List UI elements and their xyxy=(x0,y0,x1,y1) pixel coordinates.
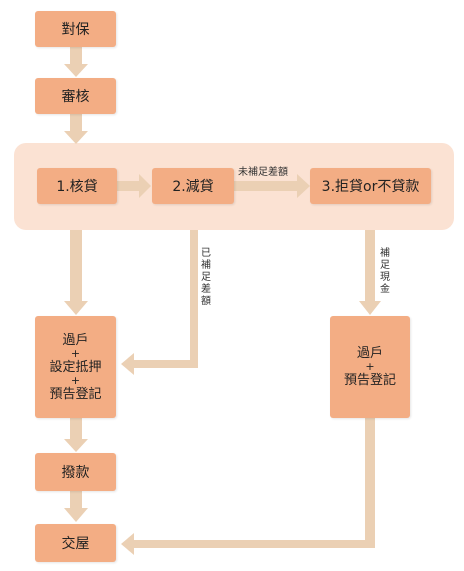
node-jiaowu: 交屋 xyxy=(35,524,116,562)
guohu-right-plus1: + xyxy=(365,360,375,373)
node-jiandai: 2.減貸 xyxy=(152,168,234,204)
node-guohu-left: 過戶 + 設定抵押 + 預告登記 xyxy=(35,316,116,418)
label-cash: 補足現金 xyxy=(380,248,390,295)
guohu-left-line2: 設定抵押 xyxy=(49,359,102,375)
arrow-guohu-left-to-bokuan xyxy=(64,418,88,452)
node-judai-label: 3.拒貸or不貸款 xyxy=(321,179,420,195)
node-shenhe-label: 審核 xyxy=(61,89,90,105)
arrow-judai-to-guohu-right xyxy=(359,230,381,315)
arrow-hedai-to-guohu-left xyxy=(64,230,88,315)
arrow-guohu-right-to-jiaowu xyxy=(121,418,375,555)
node-jiandai-label: 2.減貸 xyxy=(172,179,214,195)
node-bokuan: 撥款 xyxy=(35,453,116,491)
guohu-left-line3: 預告登記 xyxy=(49,386,102,402)
arrow-bokuan-to-jiaowu xyxy=(64,491,88,522)
node-duibao-label: 對保 xyxy=(61,22,90,38)
node-shenhe: 審核 xyxy=(35,78,116,114)
label-not-filled: 未補足差額 xyxy=(238,167,288,178)
arrow-hedai-to-jiandai xyxy=(117,174,151,198)
guohu-left-line1: 過戶 xyxy=(62,332,89,348)
node-bokuan-label: 撥款 xyxy=(61,465,90,481)
node-jiaowu-label: 交屋 xyxy=(61,536,90,552)
guohu-right-line1: 過戶 xyxy=(356,346,383,361)
node-guohu-right: 過戶 + 預告登記 xyxy=(330,316,410,418)
node-duibao: 對保 xyxy=(35,11,116,47)
guohu-right-line2: 預告登記 xyxy=(343,373,396,388)
arrow-shenhe-to-panel xyxy=(64,114,88,144)
guohu-left-plus1: + xyxy=(70,346,81,360)
arrow-duibao-to-shenhe xyxy=(64,47,88,77)
arrow-jiandai-to-guohu-left xyxy=(121,230,198,375)
arrow-jiandai-to-judai xyxy=(234,174,310,198)
node-hedai: 1.核貸 xyxy=(37,168,117,204)
node-judai: 3.拒貸or不貸款 xyxy=(310,168,431,204)
label-filled: 已補足差額 xyxy=(201,248,211,307)
guohu-left-plus2: + xyxy=(70,373,81,387)
node-hedai-label: 1.核貸 xyxy=(56,179,98,195)
